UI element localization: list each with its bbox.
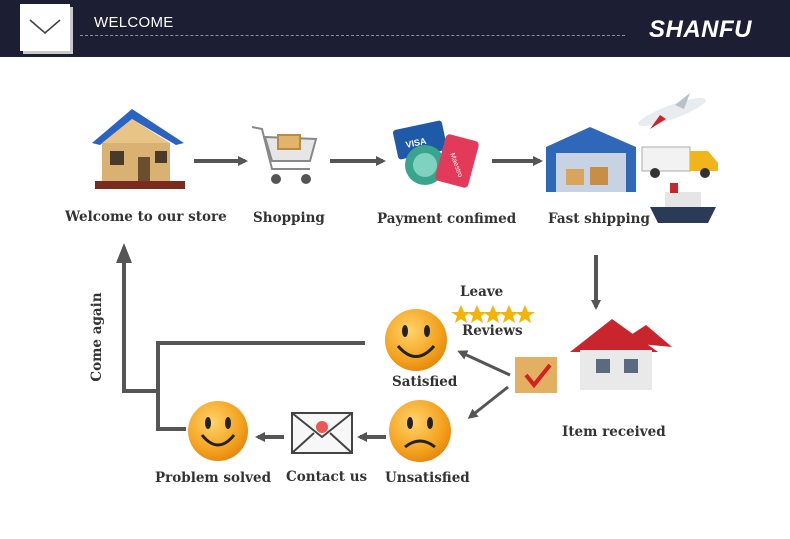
label-come-again: Come again bbox=[89, 290, 105, 384]
envelope-icon bbox=[292, 413, 352, 453]
arrow-come-again-head bbox=[116, 243, 132, 263]
shopping-cart-icon bbox=[252, 127, 316, 184]
loop-line-come-again bbox=[124, 257, 158, 391]
menu-toggle-button[interactable] bbox=[20, 4, 70, 51]
label-unsatisfied: Unsatisfied bbox=[385, 470, 470, 486]
arrow-received-to-satisfied bbox=[460, 352, 510, 375]
payment-cards-icon: VISA Maestro bbox=[392, 120, 479, 188]
label-payment: Payment confimed bbox=[377, 211, 516, 227]
arrow-received-to-unsatisfied bbox=[470, 387, 508, 417]
order-flow-diagram: VISA Maestro bbox=[0, 57, 790, 539]
store-house-icon bbox=[92, 109, 185, 189]
problem-solved-smiley-icon bbox=[188, 401, 248, 461]
label-received: Item received bbox=[562, 424, 666, 440]
label-solved: Problem solved bbox=[155, 470, 271, 486]
label-shopping: Shopping bbox=[253, 210, 325, 226]
label-shipping: Fast shipping bbox=[548, 211, 650, 227]
header-divider bbox=[80, 35, 625, 36]
label-welcome: Welcome to our store bbox=[65, 209, 227, 225]
satisfied-smiley-icon bbox=[385, 309, 447, 371]
top-header-bar: WELCOME SHANFU bbox=[0, 0, 790, 57]
five-star-rating bbox=[451, 305, 535, 323]
label-satisfied: Satisfied bbox=[392, 374, 457, 390]
cargo-ship-icon bbox=[650, 183, 716, 223]
unsatisfied-face-icon bbox=[389, 400, 451, 462]
brand-logo-text: SHANFU bbox=[649, 16, 752, 44]
label-reviews: Reviews bbox=[462, 323, 523, 339]
chevron-down-icon bbox=[28, 18, 62, 36]
label-leave: Leave bbox=[460, 284, 503, 300]
label-contact: Contact us bbox=[286, 469, 367, 485]
header-title: WELCOME bbox=[94, 14, 174, 31]
delivery-truck-icon bbox=[642, 147, 718, 178]
warehouse-icon bbox=[546, 127, 636, 192]
airplane-icon bbox=[636, 93, 708, 131]
item-received-house-icon bbox=[515, 319, 672, 393]
